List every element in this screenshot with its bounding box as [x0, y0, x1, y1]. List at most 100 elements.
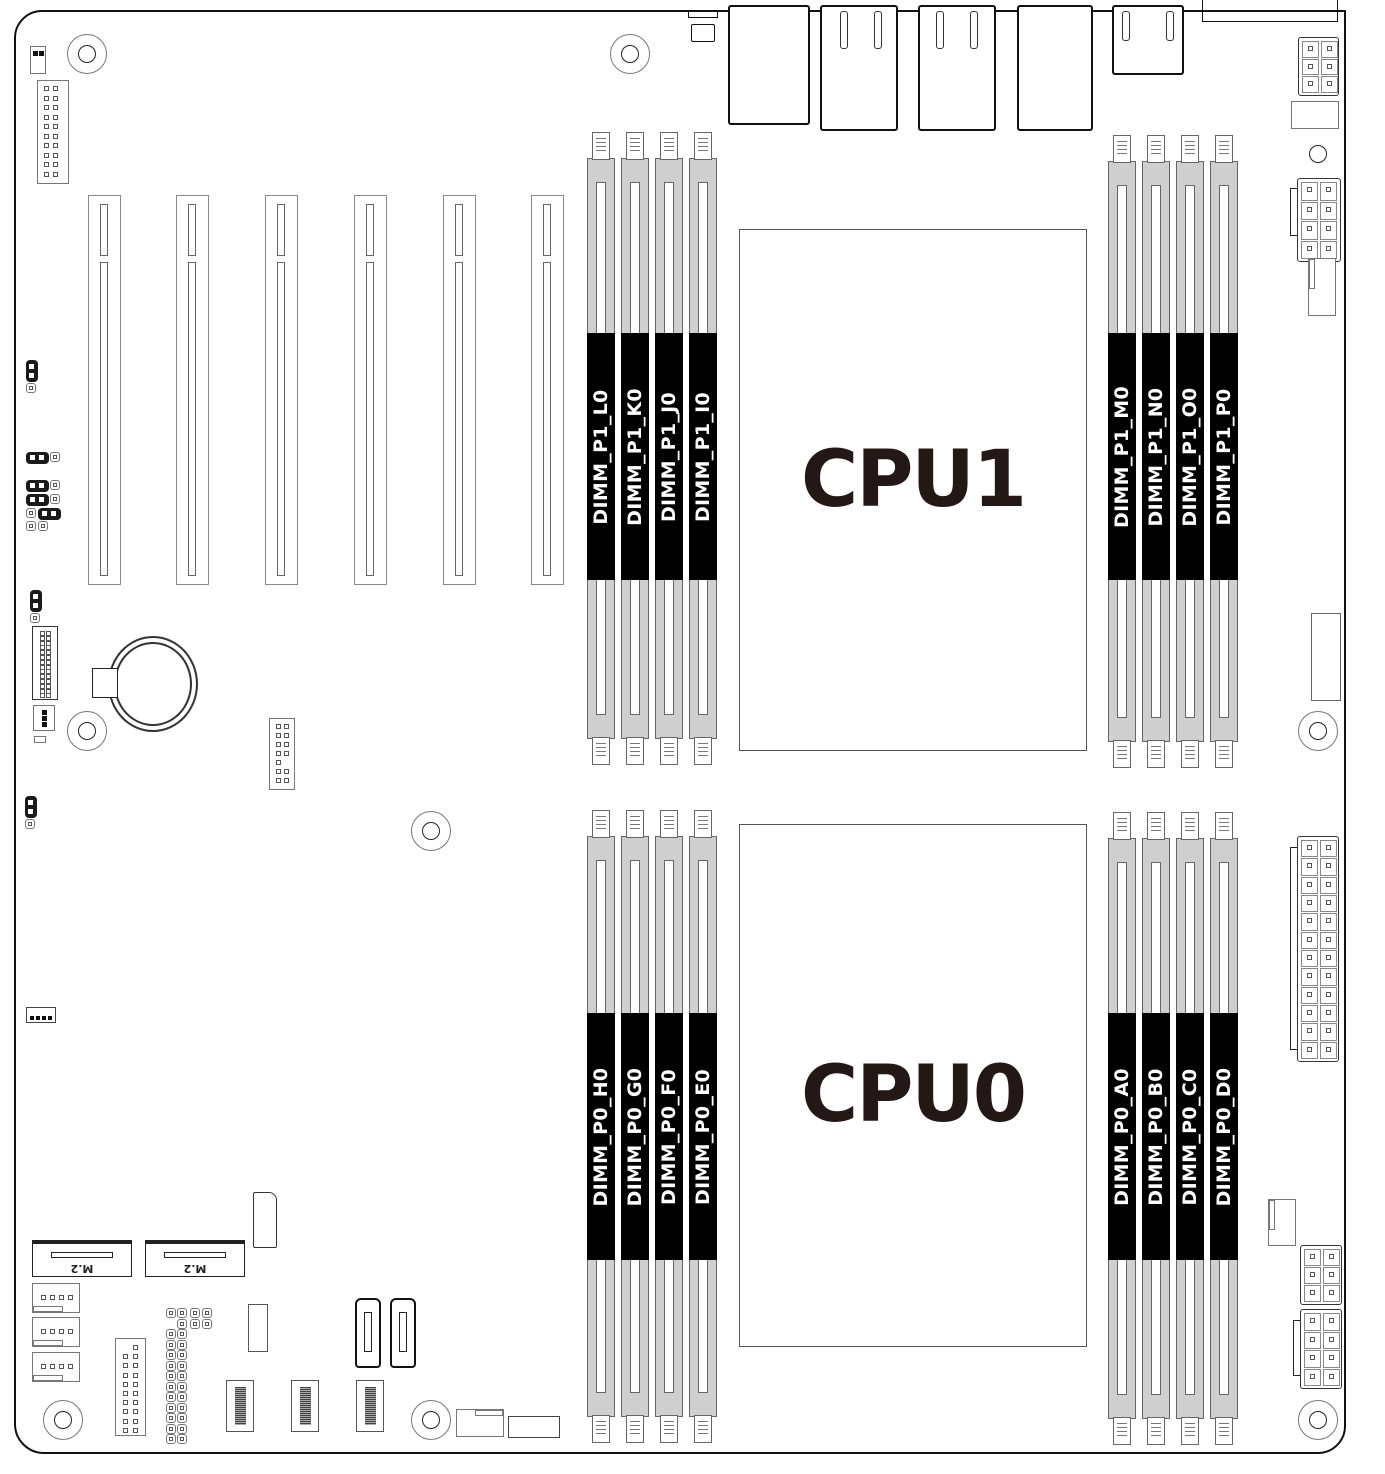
header-pin	[46, 640, 51, 646]
dimm-latch-top	[1113, 812, 1131, 840]
header-pin	[177, 1360, 187, 1371]
dimm-label: DIMM_P1_N0	[1145, 387, 1167, 526]
led-indicator	[34, 736, 46, 743]
dimm-label-band: DIMM_P0_H0	[587, 1013, 615, 1260]
header-pin	[44, 152, 49, 158]
rear-lan-port-1	[820, 5, 898, 131]
rear-io-block-2	[1017, 5, 1093, 131]
pcie-key	[188, 204, 196, 256]
dimm-slot-dimm-p1-j0: DIMM_P1_J0	[655, 132, 683, 765]
power-pin	[1301, 913, 1318, 931]
header-pin	[133, 1345, 138, 1350]
dimm-label: DIMM_P0_H0	[590, 1067, 612, 1206]
mounting-hole	[411, 811, 451, 851]
dimm-latch-bottom	[1215, 1417, 1233, 1445]
jumper-pin	[30, 613, 40, 623]
sata-port-2	[390, 1298, 416, 1368]
header-pin	[46, 631, 51, 636]
header-pin	[133, 1381, 138, 1387]
dimm-label-band: DIMM_P1_O0	[1176, 333, 1204, 580]
header-pin	[46, 674, 51, 680]
header-pin	[40, 645, 45, 651]
header-pin	[166, 1360, 176, 1371]
dimm-label: DIMM_P1_K0	[624, 387, 646, 526]
dimm-label-band: DIMM_P1_J0	[655, 333, 683, 580]
m2-slot-2-label: M.2	[183, 1262, 207, 1275]
dimm-latch-bottom	[1181, 1417, 1199, 1445]
pcie-key	[188, 262, 196, 576]
rear-lan-port-2	[918, 5, 996, 131]
dimm-label: DIMM_P0_G0	[624, 1067, 646, 1206]
jumper-pin	[50, 494, 60, 504]
jumper-cap	[30, 590, 42, 612]
header-pin	[123, 1363, 128, 1369]
power-pin	[1301, 876, 1318, 894]
dimm-label: DIMM_P1_P0	[1213, 388, 1235, 525]
power-pin	[1323, 1285, 1340, 1302]
dimm-label-band: DIMM_P0_F0	[655, 1013, 683, 1260]
header-pin	[40, 640, 45, 646]
dimm-latch-bottom	[660, 737, 678, 765]
jumper-cap	[26, 494, 49, 506]
header-pin	[40, 669, 45, 675]
dimm-label: DIMM_P0_F0	[658, 1068, 680, 1205]
power-pin	[1323, 1313, 1340, 1331]
power-4pin-connector	[253, 1192, 277, 1248]
header-pin	[44, 105, 49, 110]
fan-header-right-vertical	[1308, 258, 1336, 316]
power-pin	[1320, 986, 1337, 1004]
m2-slot-edge	[32, 1240, 132, 1243]
header-pin	[44, 86, 49, 91]
jumper-cap	[26, 360, 38, 382]
pcie-key	[100, 262, 108, 576]
cpu0-label: CPU0	[800, 1050, 1027, 1140]
dimm-label: DIMM_P1_O0	[1179, 386, 1201, 527]
header-pin	[276, 769, 281, 774]
dimm-slot-dimm-p0-h0: DIMM_P0_H0	[587, 810, 615, 1443]
dimm-latch-bottom	[1113, 740, 1131, 768]
dimm-latch-top	[1147, 812, 1165, 840]
m2-slot-1-label: M.2	[70, 1262, 94, 1275]
dimm-latch-bottom	[592, 1415, 610, 1443]
header-pin	[40, 635, 45, 641]
pcie-key	[277, 262, 285, 576]
small-4pin-connector	[33, 705, 55, 731]
jumper-pin	[26, 521, 36, 531]
header-pin	[177, 1434, 187, 1444]
slimsas-connector-3	[356, 1380, 384, 1432]
power-pin	[1320, 840, 1337, 858]
power-pin	[1320, 913, 1337, 931]
5pin-header-bottom	[508, 1416, 560, 1438]
header-pin	[46, 683, 51, 689]
mounting-hole	[1309, 145, 1327, 163]
header-pin	[284, 751, 289, 756]
header-pin	[177, 1381, 187, 1392]
dimm-label-band: DIMM_P0_A0	[1108, 1013, 1136, 1260]
dimm-latch-top	[660, 132, 678, 160]
header-pin	[53, 95, 58, 101]
dimm-latch-top	[626, 810, 644, 838]
small-header	[26, 1007, 56, 1023]
header-pin	[284, 769, 289, 774]
dimm-slot-dimm-p1-k0: DIMM_P1_K0	[621, 132, 649, 765]
dimm-latch-top	[592, 810, 610, 838]
power-pin	[1321, 76, 1338, 93]
power-pin	[1301, 931, 1318, 949]
power-pin	[1301, 968, 1318, 986]
power-pin	[1320, 931, 1337, 949]
jumper-cap	[25, 796, 37, 818]
header-pin	[40, 631, 45, 636]
pcie-key	[543, 204, 551, 256]
cpu1-socket: CPU1	[739, 229, 1087, 751]
power-pin	[1301, 240, 1318, 259]
dimm-latch-top	[592, 132, 610, 160]
mounting-hole	[1298, 711, 1338, 751]
mounting-hole	[1298, 1400, 1338, 1440]
dimm-latch-bottom	[660, 1415, 678, 1443]
header-pin	[276, 751, 281, 756]
header-pin	[46, 688, 51, 694]
header-pin	[177, 1423, 187, 1434]
header-pin	[40, 650, 45, 656]
fan-header-1	[32, 1283, 80, 1313]
